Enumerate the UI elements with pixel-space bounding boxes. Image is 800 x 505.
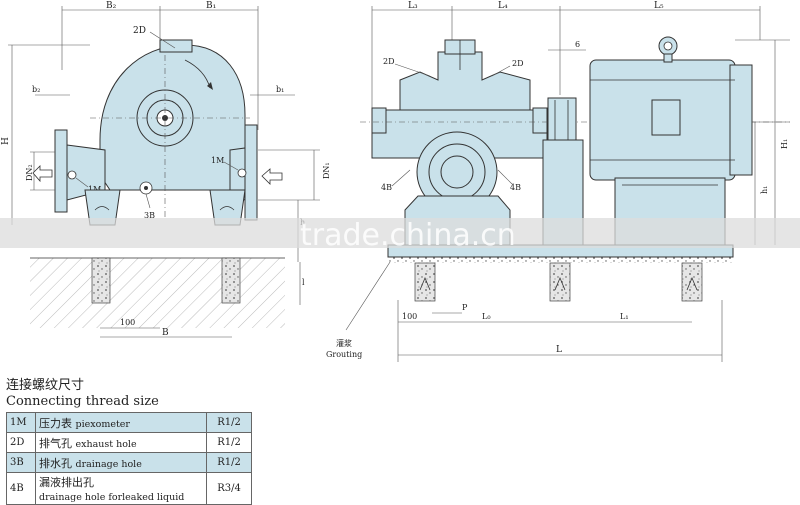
dim-dn2-label: DN₂ <box>25 164 34 181</box>
row-name-cn: 排水孔 <box>39 456 72 470</box>
row-name-cn: 漏液排出孔 <box>39 476 94 489</box>
table-row: 3B 排水孔 drainage hole R1/2 <box>6 452 252 473</box>
row-code: 4B <box>6 472 36 505</box>
dim-l-total-label: L <box>556 345 562 355</box>
row-name: 压力表 piexometer <box>35 412 207 433</box>
grouting-en-label: Grouting <box>326 350 362 359</box>
callout-2d-right: 2D <box>512 59 524 68</box>
dim-100-right-label: 100 <box>402 312 417 321</box>
legend-title-cn: 连接螺纹尺寸 <box>6 378 85 393</box>
row-name: 漏液排出孔 drainage hole forleaked liquid <box>35 472 207 505</box>
row-name-cn: 压力表 <box>39 416 72 430</box>
casing-top-boss <box>159 39 193 53</box>
dim-l1-label: L₁ <box>620 312 629 321</box>
callout-2d-left: 2D <box>383 57 395 66</box>
dim-b2-small-label: b₂ <box>32 85 40 94</box>
end-view: B₂ B₁ H 2D DN₂ b₂ <box>1 1 331 338</box>
row-name-en: drainage hole <box>75 458 142 470</box>
dim-p-label: P <box>462 303 468 312</box>
dim-dn1-label: DN₁ <box>322 162 331 179</box>
table-row: 4B 漏液排出孔 drainage hole forleaked liquid R… <box>6 472 252 505</box>
dim-h1-lower-label: h₁ <box>760 186 769 194</box>
dim-b-label: B <box>162 328 169 338</box>
row-name-en: drainage hole forleaked liquid <box>39 492 185 503</box>
row-name-cn: 排气孔 <box>39 436 72 450</box>
row-name: 排水孔 drainage hole <box>35 452 207 473</box>
callout-4b-left: 4B <box>381 183 392 192</box>
callout-4b-right: 4B <box>510 183 521 192</box>
watermark-band <box>0 218 800 248</box>
dim-b1-small-label: b₁ <box>276 85 284 94</box>
legend-title-en: Connecting thread size <box>6 394 159 409</box>
callout-2d: 2D <box>133 26 146 36</box>
dim-l0-label: L₀ <box>482 312 491 321</box>
dim-b2-label: B₂ <box>106 1 117 11</box>
dim-100-left-label: 100 <box>120 318 135 327</box>
table-row: 2D 排气孔 exhaust hole R1/2 <box>6 432 252 453</box>
grouting-cn-label: 灌浆 <box>336 338 352 348</box>
row-name: 排气孔 exhaust hole <box>35 432 207 453</box>
dim-l-label: l <box>302 278 305 287</box>
row-code: 3B <box>6 452 36 473</box>
dim-l4-label: L₄ <box>498 1 508 11</box>
row-code: 1M <box>6 412 36 433</box>
watermark-text: trade.china.cn <box>300 218 516 253</box>
dim-l3-label: L₃ <box>408 1 418 11</box>
row-size: R1/2 <box>206 452 252 473</box>
table-row: 1M 压力表 piexometer R1/2 <box>6 412 252 433</box>
row-size: R3/4 <box>206 472 252 505</box>
dim-h-label: H <box>1 137 11 145</box>
row-code: 2D <box>6 432 36 453</box>
row-size: R1/2 <box>206 412 252 433</box>
thread-size-legend: 连接螺纹尺寸 Connecting thread size 1M 压力表 pie… <box>6 378 266 505</box>
row-name-en: piexometer <box>75 418 130 430</box>
side-view: L₃ L₄ L₅ 6 2D 2D 4B 4B <box>326 1 790 362</box>
row-size: R1/2 <box>206 432 252 453</box>
dim-b1-label: B₁ <box>206 1 216 11</box>
callout-1m-right: 1M <box>211 156 224 165</box>
thread-size-table: 1M 压力表 piexometer R1/2 2D 排气孔 exhaust ho… <box>6 412 252 505</box>
dim-6-label: 6 <box>575 40 580 49</box>
dim-h1-upper-label: H₁ <box>780 139 789 149</box>
row-name-en: exhaust hole <box>75 438 137 450</box>
pump-dimension-drawing: B₂ B₁ H 2D DN₂ b₂ <box>0 1 800 362</box>
callout-3b: 3B <box>144 211 155 220</box>
dim-l5-label: L₅ <box>654 1 664 11</box>
